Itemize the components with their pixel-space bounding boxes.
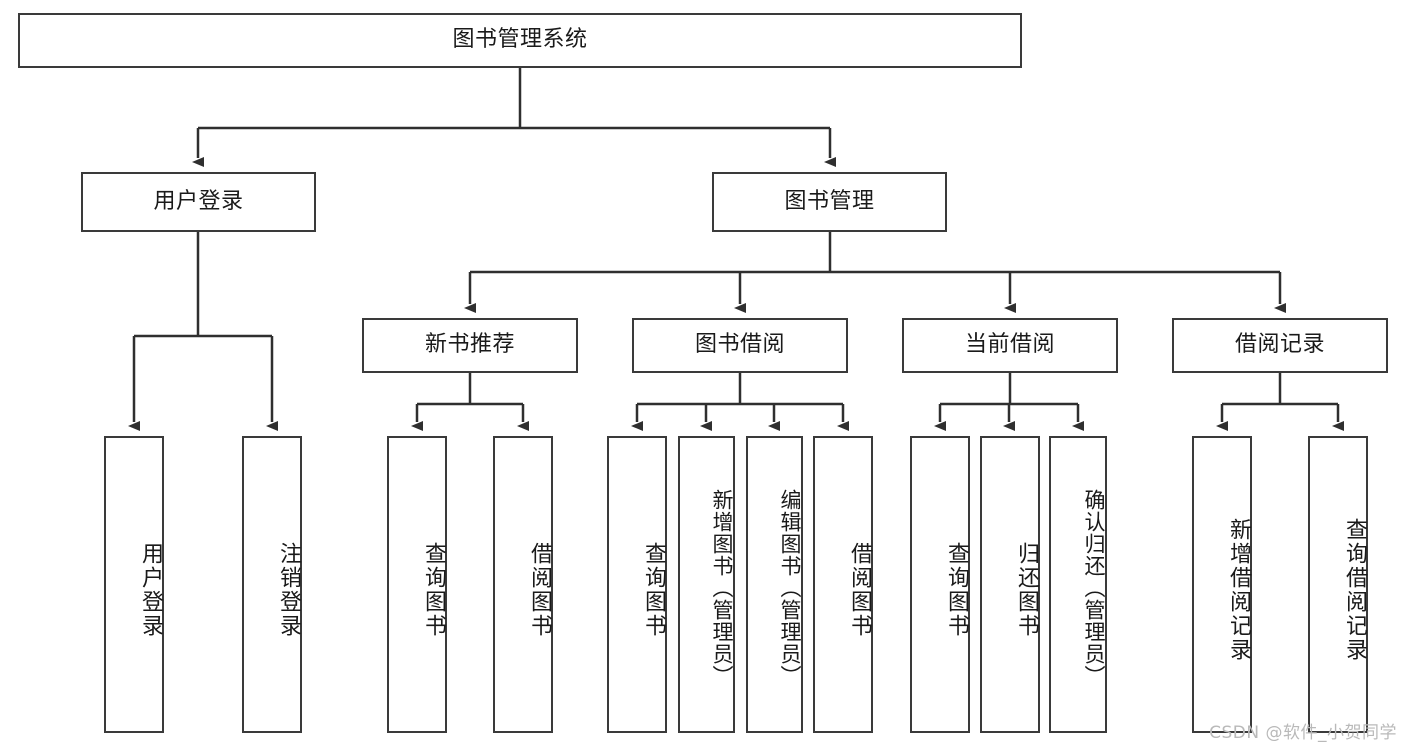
node-new-book-recommend[interactable]: 新书推荐 [362,318,578,373]
node-label: 归还图书 [1014,541,1039,638]
node-label: 用户登录 [138,541,163,638]
watermark: CSDN @软件_小贺同学 [1209,723,1397,743]
node-leaf-query-book-current[interactable]: 查询图书 [910,436,970,733]
node-root-book-management-system[interactable]: 图书管理系统 [18,13,1022,68]
node-label: 图书借阅 [694,332,785,358]
node-leaf-add-book-admin[interactable]: 新增图书（管理员） [678,436,735,733]
node-label: 新增图书（管理员） [710,488,734,687]
node-label: 借阅图书 [527,541,552,638]
node-leaf-query-book-recommend[interactable]: 查询图书 [387,436,447,733]
node-leaf-edit-book-admin[interactable]: 编辑图书（管理员） [746,436,803,733]
node-leaf-add-borrow-record[interactable]: 新增借阅记录 [1192,436,1252,733]
node-leaf-logout[interactable]: 注销登录 [242,436,302,733]
node-label: 查询借阅记录 [1342,517,1367,662]
node-label: 查询图书 [641,541,666,638]
node-leaf-confirm-return-admin[interactable]: 确认归还（管理员） [1049,436,1107,733]
node-label: 查询图书 [421,541,446,638]
node-leaf-return-book[interactable]: 归还图书 [980,436,1040,733]
node-label: 注销登录 [276,541,301,638]
node-book-borrow[interactable]: 图书借阅 [632,318,848,373]
node-leaf-user-login[interactable]: 用户登录 [104,436,164,733]
node-label: 查询图书 [944,541,969,638]
node-borrow-record[interactable]: 借阅记录 [1172,318,1388,373]
node-book-management[interactable]: 图书管理 [712,172,947,232]
node-user-login[interactable]: 用户登录 [81,172,316,232]
node-label: 当前借阅 [964,332,1055,358]
node-leaf-query-borrow-record[interactable]: 查询借阅记录 [1308,436,1368,733]
node-leaf-borrow-book-recommend[interactable]: 借阅图书 [493,436,553,733]
node-label: 编辑图书（管理员） [778,488,802,687]
node-label: 确认归还（管理员） [1082,488,1106,687]
node-label: 新增借阅记录 [1226,517,1251,662]
node-label: 图书管理 [784,188,875,214]
node-leaf-query-book-borrow[interactable]: 查询图书 [607,436,667,733]
node-current-borrow[interactable]: 当前借阅 [902,318,1118,373]
node-label: 新书推荐 [424,332,515,358]
node-label: 图书管理系统 [452,27,588,53]
node-leaf-borrow-book[interactable]: 借阅图书 [813,436,873,733]
node-label: 借阅记录 [1234,332,1325,358]
node-label: 借阅图书 [847,541,872,638]
node-label: 用户登录 [153,188,244,214]
